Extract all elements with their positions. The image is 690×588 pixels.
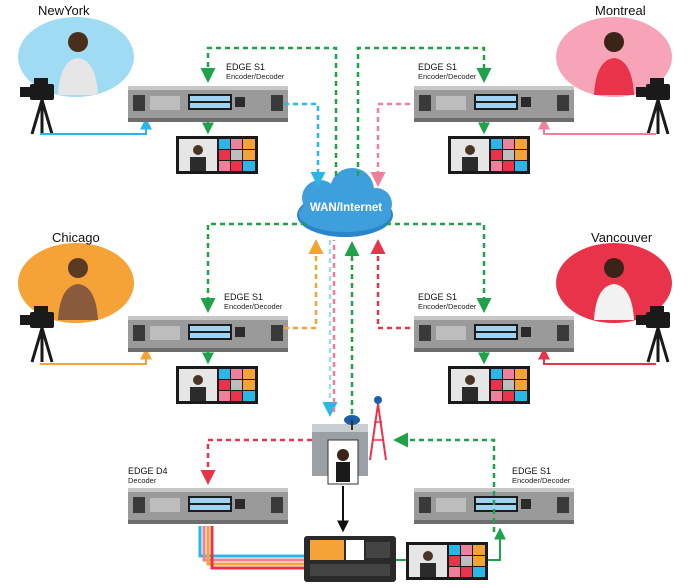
newyork-camera-icon	[18, 76, 56, 136]
chicago-camera-icon	[18, 304, 56, 364]
device-model-vancouver: EDGE S1	[418, 292, 458, 302]
return-feed-montreal	[356, 46, 492, 176]
newyork-multiview-monitor	[176, 136, 258, 174]
chicago-edge-s1-device	[128, 316, 288, 352]
studio-monitor-to-encoder	[488, 527, 506, 561]
chicago-presenter	[58, 258, 98, 320]
production-switcher	[304, 536, 396, 582]
studio-to-decoder	[200, 438, 312, 485]
decoder-cable-pink	[202, 526, 304, 562]
vancouver-uplink	[370, 239, 410, 330]
montreal-presenter-bubble	[556, 17, 672, 97]
location-label-chicago: Chicago	[52, 230, 100, 245]
device-role-newyork: Encoder/Decoder	[226, 72, 285, 81]
studio-encoder-return	[393, 432, 496, 532]
location-label-newyork: NewYork	[38, 3, 90, 18]
montreal-multiview-monitor	[448, 136, 530, 174]
montreal-uplink	[370, 102, 410, 187]
broadcast-tower-icon	[369, 396, 387, 461]
device-role-studio-encoder: Encoder/Decoder	[512, 476, 571, 485]
location-label-vancouver: Vancouver	[591, 230, 653, 245]
vancouver-multiview-monitor	[448, 366, 530, 404]
newyork-uplink	[284, 102, 326, 187]
vancouver-presenter	[594, 258, 634, 320]
vancouver-edge-s1-device	[414, 316, 574, 352]
vancouver-presenter-bubble	[556, 243, 672, 323]
montreal-presenter	[594, 32, 634, 95]
device-model-studio-encoder: EDGE S1	[512, 466, 552, 476]
decoder-cable-red	[210, 526, 304, 570]
decoder-cable-orange	[206, 526, 304, 566]
decoder-cable-blue	[198, 526, 304, 558]
location-label-montreal: Montreal	[595, 3, 646, 18]
device-model-studio-decoder: EDGE D4	[128, 466, 168, 476]
newyork-edge-s1-device	[128, 86, 288, 122]
device-role-vancouver: Encoder/Decoder	[418, 302, 477, 311]
return-feed-newyork	[200, 46, 338, 176]
vancouver-camera-link	[538, 347, 656, 365]
device-model-chicago: EDGE S1	[224, 292, 264, 302]
studio-building	[312, 424, 368, 485]
chicago-uplink	[284, 239, 324, 330]
chicago-presenter-bubble	[18, 243, 134, 323]
newyork-presenter	[58, 32, 98, 95]
device-model-newyork: EDGE S1	[226, 62, 266, 72]
studio-edge-d4-device	[128, 488, 288, 524]
montreal-camera-link	[538, 117, 656, 135]
return-feed-chicago	[200, 222, 306, 313]
newyork-camera-link	[40, 117, 152, 135]
montreal-edge-s1-device	[414, 86, 574, 122]
newyork-presenter-bubble	[18, 17, 134, 97]
device-role-studio-decoder: Decoder	[128, 476, 157, 485]
device-role-chicago: Encoder/Decoder	[224, 302, 283, 311]
satellite-dish-icon	[344, 415, 360, 430]
cloud-label: WAN/Internet	[309, 202, 383, 214]
chicago-camera-link	[40, 347, 152, 365]
return-feed-vancouver	[386, 222, 492, 313]
chicago-multiview-monitor	[176, 366, 258, 404]
studio-multiview-monitor	[406, 542, 488, 580]
wan-internet-cloud	[297, 168, 393, 237]
device-model-montreal: EDGE S1	[418, 62, 458, 72]
device-role-montreal: Encoder/Decoder	[418, 72, 477, 81]
